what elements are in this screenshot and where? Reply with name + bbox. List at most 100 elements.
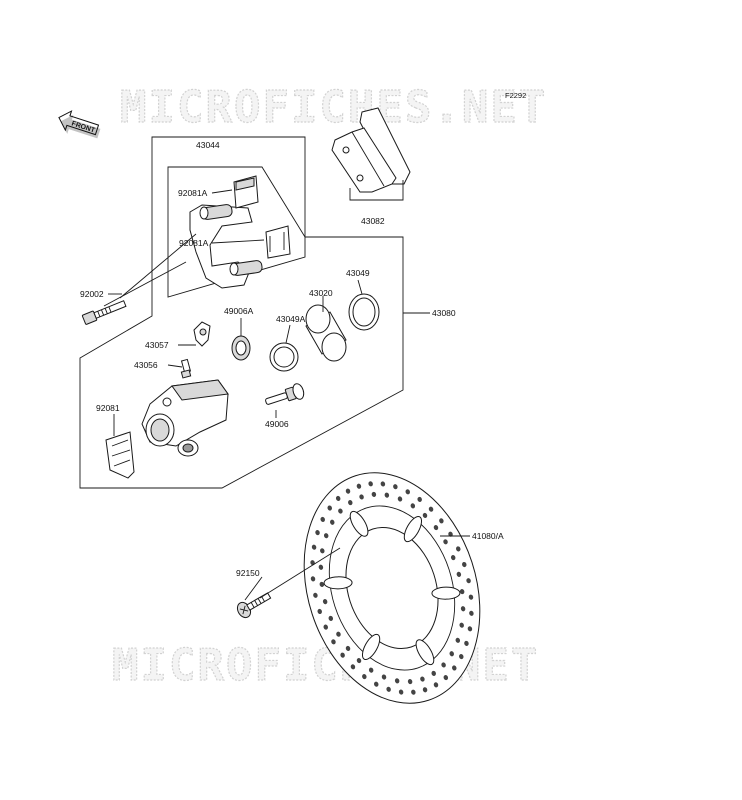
disc-hole <box>428 506 434 512</box>
disc-hole <box>345 645 351 652</box>
disc-hole <box>381 674 387 680</box>
assembly-frame-43044 <box>167 166 306 298</box>
disc-hole <box>439 518 444 524</box>
disc-hole <box>362 674 367 680</box>
disc-hole <box>431 670 436 676</box>
disc-hole <box>422 512 428 519</box>
disc-slot <box>361 633 381 661</box>
boot-49006A-part <box>231 335 251 361</box>
disc-hole <box>405 489 410 495</box>
label-41080A: 41080/A <box>472 531 504 541</box>
disc-hole <box>443 539 448 545</box>
label-92081A-lower: 92081A <box>179 238 209 248</box>
disc-hole <box>411 689 416 695</box>
disc-hole <box>469 610 474 616</box>
label-43080: 43080 <box>432 308 456 318</box>
disc-hole <box>466 578 471 584</box>
disc-hole <box>417 496 422 502</box>
assembly-frame-43080 <box>79 136 404 489</box>
disc-hole <box>443 674 449 681</box>
disc-hole <box>459 622 464 628</box>
disc-hole <box>468 594 474 600</box>
disc-hole <box>315 530 320 536</box>
disc-hole <box>322 599 328 605</box>
disc-hole <box>340 652 345 658</box>
disc-hole <box>452 665 457 671</box>
disc-hole <box>327 505 332 511</box>
disc-hole <box>336 631 341 637</box>
disc-hole <box>450 555 456 561</box>
disc-vent-holes <box>310 481 474 695</box>
disc-hole <box>323 624 328 630</box>
disc-hole <box>386 686 391 692</box>
disc-slot <box>323 576 353 590</box>
label-43049A: 43049A <box>276 314 306 324</box>
disc-hole <box>350 664 356 670</box>
disc-hole <box>356 657 362 664</box>
disc-hole <box>393 484 398 490</box>
disc-hole <box>420 676 425 682</box>
screw-92150-part <box>236 592 272 619</box>
disc-hole <box>448 531 453 537</box>
label-43020: 43020 <box>309 288 333 298</box>
label-92002: 92002 <box>80 289 104 299</box>
front-arrow-icon: FRONT <box>58 110 101 139</box>
disc-hole <box>422 687 428 693</box>
disc-hole <box>456 571 462 577</box>
disc-hole <box>460 606 466 612</box>
label-43057: 43057 <box>145 340 169 350</box>
slide-pin-49006-part <box>265 383 305 405</box>
seal-43049-part <box>348 293 380 331</box>
disc-hole <box>464 640 469 646</box>
disc-hole <box>410 503 416 509</box>
piston-43020-part <box>305 304 347 362</box>
disc-hole <box>462 561 467 568</box>
label-43082: 43082 <box>361 216 385 226</box>
disc-hole <box>394 678 400 684</box>
bolt-92002-part <box>81 300 127 325</box>
disc-hole <box>348 500 353 506</box>
brake-disc-part <box>303 472 481 704</box>
disc-hole <box>317 608 322 615</box>
seal-43049A-part <box>269 342 299 372</box>
cap-43057-part <box>193 321 211 347</box>
disc-hole <box>459 653 464 660</box>
disc-slot <box>349 510 369 537</box>
label-49006A: 49006A <box>224 306 254 316</box>
label-92150: 92150 <box>236 568 260 578</box>
disc-slot <box>403 515 423 543</box>
disc-hole <box>433 682 439 688</box>
disc-hole <box>368 667 374 673</box>
disc-carrier-slots <box>323 510 461 666</box>
leader-lines <box>108 189 470 601</box>
label-43044: 43044 <box>196 140 220 150</box>
label-92081: 92081 <box>96 403 120 413</box>
disc-hole <box>331 639 336 645</box>
disc-hole <box>384 492 390 498</box>
disc-hole <box>456 546 461 552</box>
disc-hole <box>368 481 373 487</box>
disc-hole <box>335 495 341 502</box>
label-43056: 43056 <box>134 360 158 370</box>
disc-hole <box>398 689 404 695</box>
label-43049: 43049 <box>346 268 370 278</box>
watermark-bottom: MICROFICHES.NET <box>112 640 539 691</box>
disc-hole <box>455 637 461 643</box>
disc-hole <box>449 651 454 657</box>
disc-hole <box>374 681 379 687</box>
brake-pads-part <box>331 107 411 193</box>
label-49006: 49006 <box>265 419 289 429</box>
leader-43082 <box>349 180 404 201</box>
guide-line-bolt <box>103 261 187 307</box>
pad-clip-92081-part <box>105 431 135 479</box>
disc-hole <box>359 494 364 500</box>
disc-hole <box>313 592 318 598</box>
disc-slot <box>431 586 461 600</box>
disc-hole <box>330 519 335 525</box>
disc-hole <box>320 548 325 554</box>
disc-hole <box>319 581 325 587</box>
watermark-top: MICROFICHES.NET <box>120 82 547 133</box>
disc-hole <box>320 516 325 523</box>
disc-hole <box>311 544 317 550</box>
bleeder-43056-part <box>180 358 192 379</box>
